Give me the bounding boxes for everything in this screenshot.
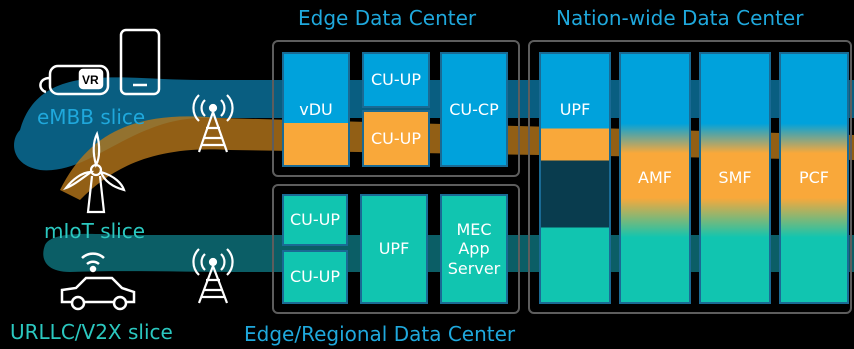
urllc-slice-label: URLLC/V2X slice [10,320,173,344]
nation-dc-frame [528,40,852,314]
smf-block[interactable]: SMF [699,52,771,304]
vr-headset-icon [39,64,110,96]
cu-up-label: CU-UP [370,128,421,148]
cu-up-label: CU-UP [289,210,340,230]
cu-up-block-edge-bottom[interactable]: CU-UP [362,110,430,167]
cu-up-block-edge-top[interactable]: CU-UP [362,52,430,108]
upf-label: UPF [378,239,410,259]
mec-app-server-block[interactable]: MEC App Server [440,194,508,304]
cu-up-block-regional-bottom[interactable]: CU-UP [282,250,348,304]
vdu-block[interactable]: vDU [282,52,350,167]
cu-up-block-regional-top[interactable]: CU-UP [282,194,348,246]
cu-cp-block[interactable]: CU-CP [440,52,508,167]
upf-block-nation[interactable]: UPF [539,52,611,304]
wifi-icon [81,252,105,273]
nation-dc-heading: Nation-wide Data Center [556,6,804,30]
amf-block[interactable]: AMF [619,52,691,304]
miot-slice-label: mIoT slice [44,219,146,243]
edge-dc-heading: Edge Data Center [298,6,477,30]
car-icon [60,276,136,311]
regional-dc-heading: Edge/Regional Data Center [244,322,516,346]
pcf-label: PCF [798,168,830,188]
vr-badge: VR [82,73,99,87]
upf-label: UPF [559,100,591,119]
cu-up-label: CU-UP [289,267,340,287]
regional-dc-frame [272,184,520,314]
wind-turbine-icon [63,130,126,214]
edge-dc-frame [272,40,520,177]
mec-app-server-label: MEC App Server [447,220,501,278]
smartphone-icon [119,28,161,96]
antenna-tower-icon [192,94,234,153]
pcf-block[interactable]: PCF [779,52,849,304]
cu-up-label: CU-UP [370,70,421,90]
antenna-tower-icon [192,248,234,304]
cu-cp-label: CU-CP [449,99,499,119]
vdu-label: vDU [299,99,333,119]
embb-slice-label: eMBB slice [37,105,146,129]
smf-label: SMF [718,168,752,188]
amf-label: AMF [638,168,672,188]
upf-block-regional[interactable]: UPF [360,194,428,304]
